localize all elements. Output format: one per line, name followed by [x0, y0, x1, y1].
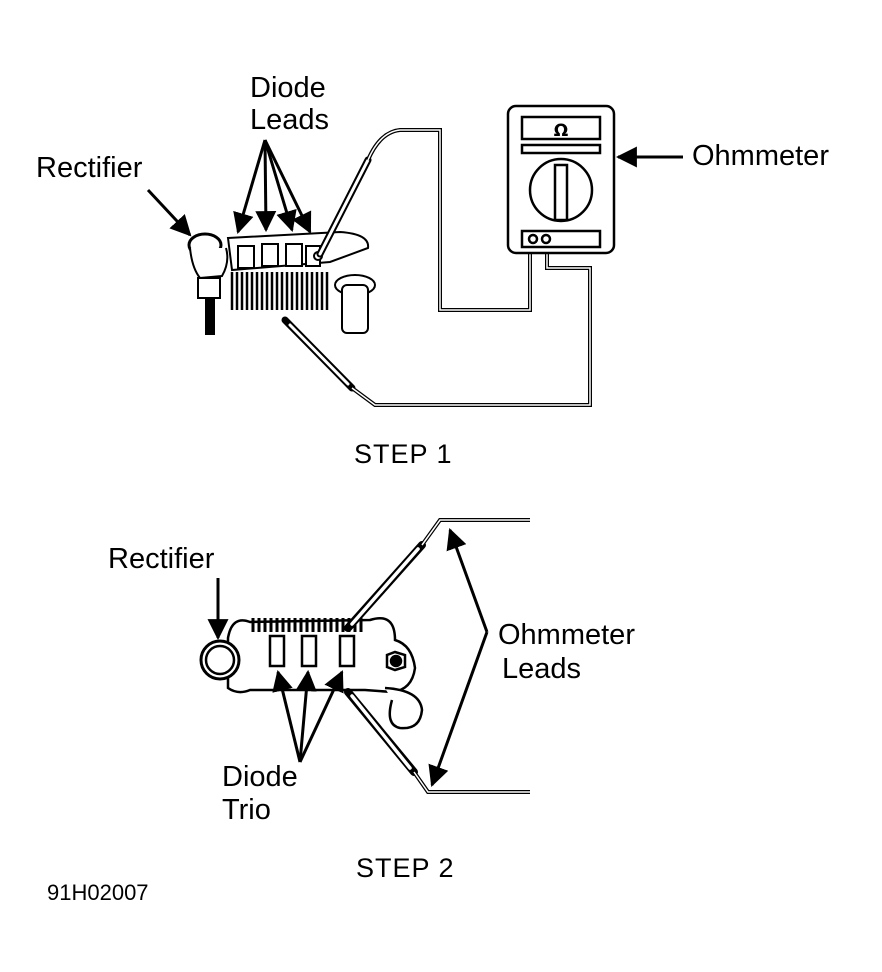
diode-lead-arrow-2 [255, 139, 277, 233]
diode-trio-label-line1: Diode [222, 761, 298, 793]
ohmmeter-label: Ohmmeter [692, 140, 829, 172]
step2-probe-upper [344, 518, 530, 632]
diode-leads-label-line1: Diode [250, 72, 326, 104]
diode-trio-arrow-1 [272, 669, 302, 763]
ohmmeter-body [506, 104, 616, 255]
step2-arrows [207, 528, 489, 787]
step2-caption: STEP 2 [356, 853, 455, 883]
figure-id: 91H02007 [47, 880, 149, 905]
step2-rectifier-assembly [199, 617, 424, 730]
diode-lead-arrow-3 [263, 139, 297, 233]
ohm-symbol-icon: Ω [554, 121, 568, 141]
step1-caption: STEP 1 [354, 439, 453, 469]
step2-probe-lower [344, 688, 530, 794]
ohmmeter-leads-label-line2: Leads [502, 653, 582, 685]
step1-arrows [146, 139, 683, 237]
ohmmeter-leads-label-line1: Ohmmeter [498, 619, 635, 651]
diode-trio-arrow-2 [295, 669, 317, 763]
rectifier-label-step1: Rectifier [36, 152, 143, 184]
rectifier-label-step2: Rectifier [108, 543, 215, 575]
diode-trio-arrow-3 [298, 670, 344, 763]
step1-probe-black [281, 240, 592, 407]
ohmmeter-lead-arrow-upper [446, 528, 489, 633]
diode-lead-arrow-4 [263, 139, 312, 234]
diode-leads-label-line2: Leads [250, 104, 330, 136]
rectifier-arrow [146, 188, 192, 237]
diode-lead-arrow-1 [233, 139, 267, 235]
step1-probe-red [316, 128, 532, 312]
diode-trio-label-line2: Trio [222, 794, 271, 826]
ohmmeter-lead-arrow-lower [428, 631, 489, 787]
step1-rectifier-assembly [187, 230, 376, 335]
